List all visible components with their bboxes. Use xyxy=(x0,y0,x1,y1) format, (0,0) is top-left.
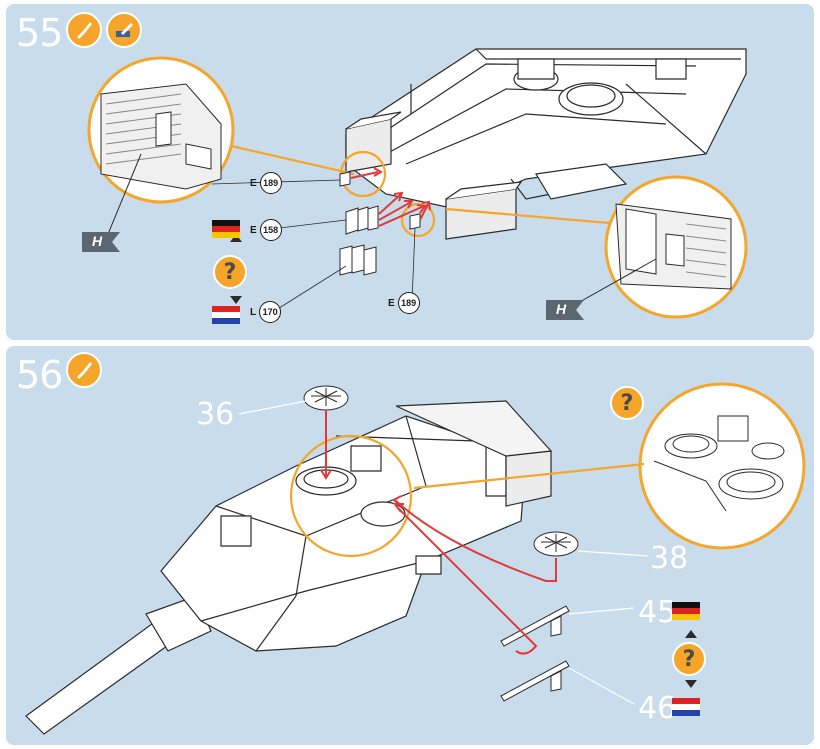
h-tag-left xyxy=(82,232,120,252)
turret-body xyxy=(160,415,527,652)
step-55-panel: 55 xyxy=(6,4,814,340)
step-icons xyxy=(66,12,142,48)
assembly-arrows xyxy=(350,167,431,227)
help-symbol: ? xyxy=(223,259,237,285)
step-55-illustration xyxy=(82,48,748,320)
flag-germany-icon xyxy=(212,220,240,238)
tank-hull-rear xyxy=(345,48,747,210)
part-number-46: 46 xyxy=(638,691,677,726)
paint-brush-icon xyxy=(66,352,102,388)
flag-netherlands-icon xyxy=(212,306,240,324)
h-tag-right-label: H xyxy=(556,301,567,317)
flag-germany-icon xyxy=(672,602,700,620)
help-symbol: ? xyxy=(682,646,696,672)
part-number-38: 38 xyxy=(650,541,689,576)
part-ref-e158: E 158 xyxy=(250,219,282,241)
h-tag-left-label: H xyxy=(92,233,103,249)
help-question-icon: ? xyxy=(672,642,706,676)
part-e189-top xyxy=(339,171,351,187)
part-e189-bottom xyxy=(409,213,421,230)
machine-gun-part-46 xyxy=(500,660,570,702)
rear-basket xyxy=(395,400,553,507)
h-tag-right xyxy=(546,300,584,320)
step-number: 56 xyxy=(16,353,63,397)
decal-icon xyxy=(106,12,142,48)
part-e158 xyxy=(345,205,379,235)
step-56-panel: 56 xyxy=(6,346,814,745)
ref-letter: E xyxy=(388,297,395,309)
step-icons xyxy=(66,352,102,388)
gun-barrel xyxy=(25,595,212,735)
part-number-36: 36 xyxy=(196,397,235,432)
step-56-illustration xyxy=(25,382,806,735)
ref-number: 158 xyxy=(259,219,282,241)
help-question-icon: ? xyxy=(610,386,644,420)
side-stowage-right xyxy=(445,181,523,240)
flag-netherlands-icon xyxy=(672,698,700,716)
part-ref-l170: L 170 xyxy=(250,301,282,323)
help-symbol: ? xyxy=(620,390,634,416)
ref-number: 189 xyxy=(259,172,282,194)
ref-letter: L xyxy=(250,306,257,318)
part-ref-e189-top: E 189 xyxy=(250,172,282,194)
part-number-45: 45 xyxy=(638,595,677,630)
ref-number: 170 xyxy=(259,301,282,323)
help-question-icon: ? xyxy=(213,255,247,289)
paint-brush-icon xyxy=(66,12,102,48)
detail-zoom-turret xyxy=(638,382,806,550)
ref-letter: E xyxy=(250,177,257,189)
ref-letter: E xyxy=(250,224,257,236)
hatch-part-36 xyxy=(303,385,349,411)
step-number: 55 xyxy=(16,11,63,55)
part-ref-e189-bottom: E 189 xyxy=(388,292,420,314)
hatch-part-38 xyxy=(533,531,579,557)
part-l170 xyxy=(339,244,377,276)
machine-gun-part-45 xyxy=(500,605,570,647)
target-circle-hatches xyxy=(289,434,413,558)
assembly-arrows xyxy=(320,410,557,655)
ref-number: 189 xyxy=(397,292,420,314)
